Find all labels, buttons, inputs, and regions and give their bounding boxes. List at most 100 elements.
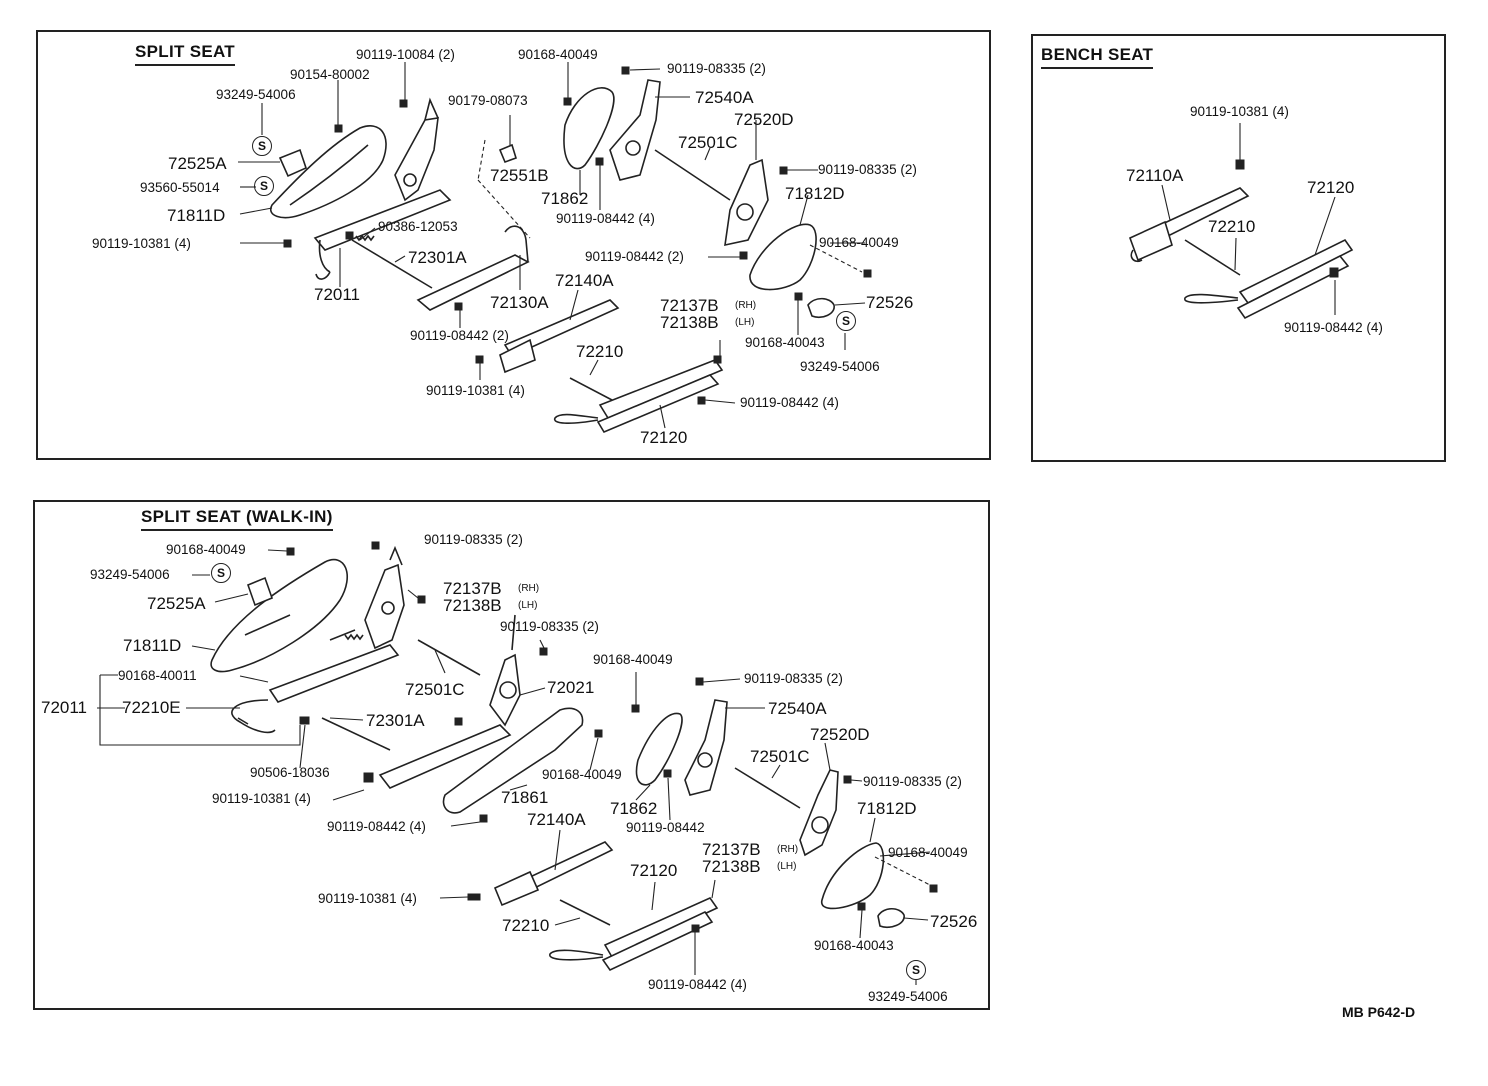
bracket-72021-walkin: [489, 614, 521, 727]
part-label-side: (RH): [518, 583, 540, 594]
part-label: 90168-40043: [814, 938, 894, 953]
part-label: 90168-40049: [819, 235, 899, 250]
part-label: 72011: [314, 285, 361, 304]
track-72140a-split: [499, 299, 620, 374]
part-label: 72110A: [1126, 166, 1184, 185]
part-label: 90119-08335 (2): [818, 162, 917, 177]
part-label: 72138B: [660, 313, 719, 332]
standard-part-symbol: S: [836, 311, 856, 331]
hinge-72520d-walkin: [799, 769, 839, 857]
knob-90179-split: [498, 143, 517, 164]
rod-72501c-walkin-a: [417, 639, 481, 676]
part-label: 90119-08335 (2): [424, 532, 523, 547]
seat-cushion-side-cover-split: [269, 125, 387, 219]
split-seat-walkin-title: SPLIT SEAT (WALK-IN): [141, 507, 333, 531]
cover-71812d-split: [749, 223, 817, 291]
part-label: 72140A: [555, 271, 614, 290]
part-label: 90179-08073: [448, 93, 528, 108]
bolts-walkin: [286, 541, 938, 933]
part-label: 71811D: [123, 636, 182, 655]
part-label: 72140A: [527, 810, 586, 829]
part-label: 90119-08442: [626, 820, 705, 835]
part-label: 90119-08442 (4): [556, 211, 655, 226]
part-label-side: (LH): [735, 317, 755, 328]
part-label: 72120: [1307, 178, 1355, 197]
part-label: 72011: [41, 698, 88, 717]
part-label: 72130A: [490, 293, 549, 312]
part-label: 90386-12053: [378, 219, 458, 234]
part-label: 90119-10381 (4): [426, 383, 525, 398]
part-label: 90168-40049: [888, 845, 968, 860]
bench-rod-72210: [1184, 239, 1241, 276]
part-label: 90168-40049: [518, 47, 598, 62]
part-label: 72137B: [702, 840, 761, 859]
part-label: 90119-08442 (2): [410, 328, 509, 343]
part-label: 72138B: [443, 596, 502, 615]
cover-71811d-walkin: [210, 559, 349, 673]
part-label: 90119-08335 (2): [863, 774, 962, 789]
leaders-split: [238, 62, 866, 429]
hinge-72540a-split: [609, 79, 661, 181]
part-label: 90168-40049: [542, 767, 622, 782]
rod-72501c-walkin-b: [734, 767, 801, 809]
part-label: 71812D: [785, 184, 845, 203]
standard-part-symbol: S: [906, 960, 926, 980]
part-label: 72138B: [702, 857, 761, 876]
part-label: 90119-10381 (4): [318, 891, 417, 906]
part-label: 90168-40049: [593, 652, 673, 667]
cover-72525a-split: [278, 148, 307, 178]
part-label: 90119-08442 (2): [585, 249, 684, 264]
cover-71861-walkin: [442, 707, 584, 814]
split-seat-title: SPLIT SEAT: [135, 42, 235, 66]
part-label: 72501C: [750, 747, 810, 766]
part-label: 71811D: [167, 206, 226, 225]
track-72120-split: [554, 359, 724, 434]
track-72140a-walkin: [493, 841, 614, 907]
part-label: 90119-08442 (4): [648, 977, 747, 992]
knob-72526-walkin: [877, 907, 905, 929]
part-label: 90119-08335 (2): [744, 671, 843, 686]
dashed-guide-split-2: [809, 244, 863, 273]
bench-seat-title: BENCH SEAT: [1041, 45, 1154, 69]
bench-seat-panel: [1031, 34, 1446, 462]
split-seat-panel: [36, 30, 991, 460]
part-label-side: (LH): [777, 861, 797, 872]
standard-part-symbol: S: [252, 136, 272, 156]
cover-71812d-walkin: [821, 842, 885, 910]
seat-frame-split: [313, 97, 530, 311]
part-label: 93249-54006: [800, 359, 880, 374]
part-label: 72120: [630, 861, 678, 880]
part-label: 72210: [576, 342, 624, 361]
part-label: 90168-40011: [118, 668, 197, 683]
dashed-guide-split: [477, 139, 531, 239]
part-label-side: (LH): [518, 600, 538, 611]
part-label: 90119-08335 (2): [667, 61, 766, 76]
bench-bolts: [1235, 159, 1339, 278]
part-label: 90119-08335 (2): [500, 619, 599, 634]
part-label: 71862: [610, 799, 658, 818]
part-label: 71862: [541, 189, 589, 208]
recliner-spring-split: [351, 234, 433, 289]
frame-walkin: [268, 545, 512, 789]
part-label: 72526: [930, 912, 978, 931]
part-label: 90119-10381 (4): [212, 791, 311, 806]
part-label: 72551B: [490, 166, 549, 185]
dashed-guide-walkin: [874, 856, 931, 886]
standard-part-symbol: S: [254, 176, 274, 196]
split-seat-walkin-panel: [33, 500, 990, 1010]
rod-72210-walkin: [559, 899, 611, 926]
part-label: 90119-08442 (4): [327, 819, 426, 834]
hinge-72520d-split: [724, 158, 769, 247]
part-label-side: (RH): [735, 300, 757, 311]
part-label: 90119-10381 (4): [1190, 104, 1289, 119]
cable-72210e-walkin: [231, 699, 276, 734]
part-label: 72525A: [147, 594, 206, 613]
part-label-side: (RH): [777, 844, 799, 855]
part-label: 72210: [1208, 217, 1256, 236]
cover-71862-walkin: [635, 712, 683, 786]
part-label: 72301A: [366, 711, 425, 730]
part-label: 71861: [501, 788, 549, 807]
part-label: 90168-40043: [745, 335, 825, 350]
leaders-walkin: [97, 549, 931, 985]
